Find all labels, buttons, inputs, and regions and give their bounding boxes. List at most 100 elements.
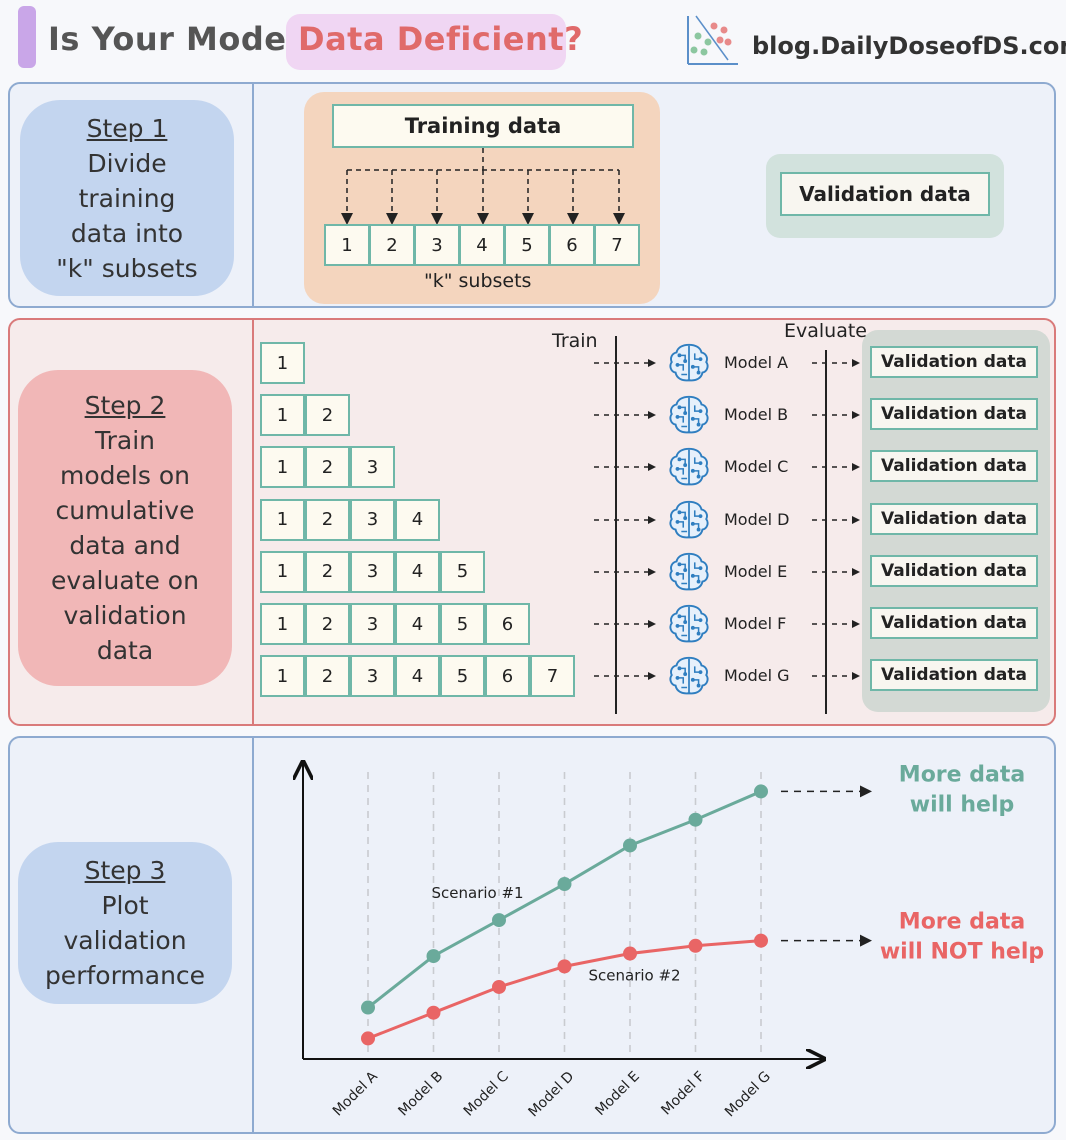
panel-divider bbox=[252, 320, 254, 724]
train-arrow bbox=[594, 515, 656, 524]
training-data-box: Training data bbox=[332, 104, 634, 148]
evaluate-arrow bbox=[812, 411, 860, 420]
row-subset-box: 3 bbox=[350, 655, 395, 698]
row-subset-box: 2 bbox=[305, 550, 350, 593]
row-subset-box: 5 bbox=[440, 655, 485, 698]
row-subset-box: 2 bbox=[305, 446, 350, 489]
subset-box: 1 bbox=[324, 224, 370, 266]
split-arrows bbox=[341, 148, 625, 225]
step1-desc-line: Divide bbox=[87, 148, 167, 178]
step2-desc-line: evaluate on bbox=[51, 566, 199, 595]
row-subset-box: 5 bbox=[440, 603, 485, 645]
step1-desc-line: data into bbox=[70, 218, 184, 248]
subset-box: 4 bbox=[459, 224, 505, 266]
step2-desc-line: models on bbox=[60, 461, 190, 490]
brain-circuit-icon bbox=[666, 653, 712, 699]
step2-panel: Step 2 Train models on cumulative data a… bbox=[8, 318, 1056, 726]
step2-desc-line: data and bbox=[69, 531, 181, 560]
step3-label: Step 3 Plot validation performance bbox=[18, 842, 232, 1004]
evaluate-arrow bbox=[812, 463, 860, 472]
row-subset-box: 3 bbox=[350, 498, 395, 541]
train-arrow bbox=[594, 359, 656, 367]
step1-desc-line: "k" subsets bbox=[56, 253, 198, 283]
brain-circuit-icon bbox=[666, 392, 712, 438]
model-label: Model B bbox=[724, 405, 789, 425]
step3-desc-line: performance bbox=[44, 961, 206, 990]
step1-title: Step 1 bbox=[86, 113, 168, 143]
row-subset-box: 1 bbox=[260, 394, 305, 437]
train-arrow bbox=[594, 411, 656, 420]
row-subset-box: 1 bbox=[260, 550, 305, 593]
title-highlight-background bbox=[286, 14, 566, 70]
row-subset-box: 6 bbox=[485, 603, 530, 645]
row-validation-box: Validation data bbox=[870, 502, 1038, 535]
evaluate-arrow bbox=[812, 672, 860, 681]
subset-box: 3 bbox=[414, 224, 460, 266]
step2-desc-line: cumulative bbox=[55, 496, 195, 525]
evaluate-label: Evaluate bbox=[784, 320, 867, 342]
evaluate-separator bbox=[825, 350, 827, 714]
row-subset-box: 3 bbox=[350, 446, 395, 489]
row-subset-box: 1 bbox=[260, 498, 305, 541]
train-label: Train bbox=[552, 330, 598, 352]
brain-circuit-icon bbox=[666, 444, 712, 490]
page-title-prefix: Is Your Model bbox=[48, 20, 298, 58]
row-subset-box: 4 bbox=[395, 498, 440, 541]
train-arrow bbox=[594, 463, 656, 472]
row-subset-box: 1 bbox=[260, 603, 305, 645]
step2-title: Step 2 bbox=[84, 391, 166, 420]
evaluate-arrow bbox=[812, 359, 860, 367]
train-arrow bbox=[594, 567, 656, 576]
row-subset-box: 2 bbox=[305, 603, 350, 645]
row-subset-box: 2 bbox=[305, 394, 350, 437]
row-validation-box: Validation data bbox=[870, 346, 1038, 378]
model-label: Model C bbox=[724, 457, 789, 477]
subset-box: 2 bbox=[369, 224, 415, 266]
row-subset-box: 4 bbox=[395, 603, 440, 645]
evaluate-arrow bbox=[812, 620, 860, 628]
train-arrow bbox=[594, 620, 656, 628]
train-separator bbox=[615, 336, 617, 714]
step3-desc-line: validation bbox=[63, 926, 187, 955]
row-validation-box: Validation data bbox=[870, 607, 1038, 639]
row-subset-box: 2 bbox=[305, 655, 350, 698]
subset-box: 6 bbox=[549, 224, 595, 266]
row-subset-box: 3 bbox=[350, 603, 395, 645]
step2-desc-line: validation bbox=[63, 601, 187, 630]
step1-label: Step 1 Divide training data into "k" sub… bbox=[20, 100, 234, 296]
step2-desc-line: Train bbox=[95, 426, 155, 455]
row-subset-box: 3 bbox=[350, 550, 395, 593]
row-validation-box: Validation data bbox=[870, 450, 1038, 483]
step3-desc-line: Plot bbox=[101, 891, 149, 920]
row-subset-box: 7 bbox=[530, 655, 575, 698]
panel-divider bbox=[252, 738, 254, 1132]
row-subset-box: 4 bbox=[395, 655, 440, 698]
blog-url: blog.DailyDoseofDS.com bbox=[752, 32, 1066, 60]
brain-circuit-icon bbox=[666, 340, 712, 386]
row-subset-box: 2 bbox=[305, 498, 350, 541]
step3-title: Step 3 bbox=[84, 856, 166, 885]
model-label: Model F bbox=[724, 614, 787, 633]
row-subset-box: 1 bbox=[260, 342, 305, 384]
brain-circuit-icon bbox=[666, 497, 712, 543]
row-validation-box: Validation data bbox=[870, 659, 1038, 692]
train-arrow bbox=[594, 672, 656, 681]
row-subset-box: 5 bbox=[440, 550, 485, 593]
model-label: Model A bbox=[724, 353, 789, 372]
row-validation-box: Validation data bbox=[870, 398, 1038, 431]
model-label: Model E bbox=[724, 561, 788, 581]
row-subset-box: 1 bbox=[260, 655, 305, 698]
step1-desc-line: training bbox=[78, 183, 176, 213]
step3-panel: Step 3 Plot validation performance bbox=[8, 736, 1056, 1134]
page-title-highlight: Data Deficient? bbox=[298, 20, 584, 58]
row-validation-box: Validation data bbox=[870, 554, 1038, 587]
row-subset-box: 1 bbox=[260, 446, 305, 489]
step2-label: Step 2 Train models on cumulative data a… bbox=[18, 370, 232, 686]
subset-box: 5 bbox=[504, 224, 550, 266]
model-label: Model G bbox=[724, 666, 790, 686]
evaluate-arrow bbox=[812, 567, 860, 576]
evaluate-arrow bbox=[812, 515, 860, 524]
step1-panel: Step 1 Divide training data into "k" sub… bbox=[8, 82, 1056, 308]
subsets-caption: "k" subsets bbox=[424, 270, 532, 292]
step2-desc-line: data bbox=[96, 636, 154, 665]
